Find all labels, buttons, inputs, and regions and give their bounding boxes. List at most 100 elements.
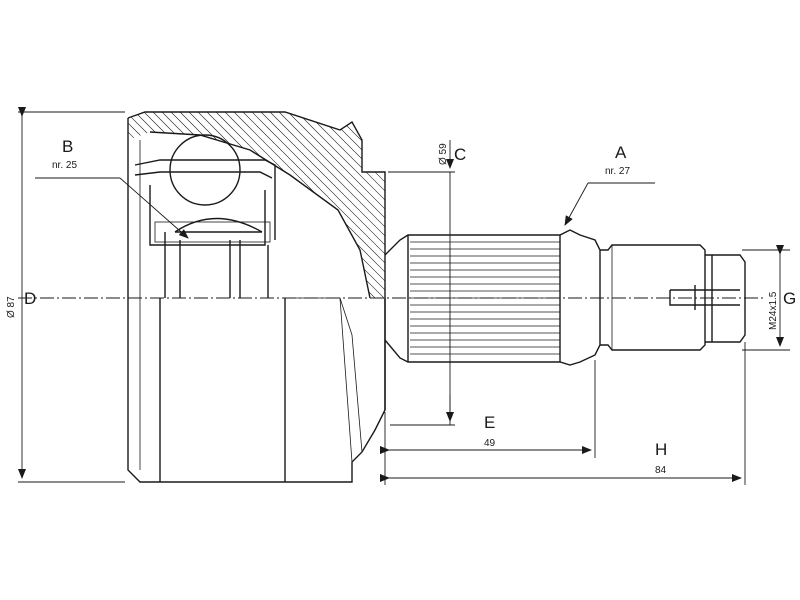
hatch-line bbox=[128, 112, 137, 298]
ball bbox=[169, 134, 241, 206]
hatch-line bbox=[293, 112, 385, 298]
hatch-line bbox=[0, 100, 28, 320]
hatch-line bbox=[573, 100, 793, 320]
hatch-line bbox=[128, 112, 335, 298]
hatch-line bbox=[0, 100, 91, 320]
label-e-dim: 49 bbox=[484, 438, 496, 449]
threaded-end bbox=[600, 244, 746, 351]
hatch-line bbox=[203, 112, 385, 298]
hatch-line bbox=[420, 100, 640, 320]
hatch-line bbox=[0, 100, 55, 320]
hatch-line bbox=[347, 112, 385, 298]
hatch-line bbox=[456, 100, 676, 320]
hatch-line bbox=[194, 112, 385, 298]
hatch-line bbox=[0, 100, 64, 320]
hatch-line bbox=[275, 112, 385, 298]
label-a-nr: nr. 27 bbox=[605, 166, 630, 177]
hatch-line bbox=[546, 100, 766, 320]
hatch-line bbox=[0, 100, 46, 320]
hatch-line bbox=[221, 112, 385, 298]
label-b-nr: nr. 25 bbox=[52, 160, 77, 171]
hatch-line bbox=[537, 100, 757, 320]
dimension-h bbox=[380, 342, 746, 485]
hatch-line bbox=[239, 112, 385, 298]
inner-race bbox=[134, 159, 276, 298]
hatch-line bbox=[320, 112, 385, 298]
hatch-line bbox=[465, 100, 685, 320]
hatch-line bbox=[128, 112, 236, 298]
hatch-line bbox=[158, 112, 380, 298]
hatch-line bbox=[582, 100, 800, 320]
spline-shaft bbox=[384, 229, 601, 366]
hatch-line bbox=[185, 112, 385, 298]
hatch-line bbox=[0, 100, 1, 320]
leader-b bbox=[35, 177, 189, 239]
hatch-line bbox=[0, 100, 82, 320]
hatch-line bbox=[501, 100, 721, 320]
hatch-line bbox=[447, 100, 667, 320]
hatch-line bbox=[176, 112, 385, 298]
hatch-line bbox=[483, 100, 703, 320]
hatch-line bbox=[0, 100, 118, 320]
hatch-line bbox=[429, 100, 649, 320]
hatch-line bbox=[0, 100, 109, 320]
label-d: D bbox=[24, 289, 36, 308]
hatch-line bbox=[0, 100, 19, 320]
hatch-line bbox=[128, 112, 290, 298]
section-hatching bbox=[0, 100, 800, 320]
hatch-line bbox=[438, 100, 658, 320]
hatch-line bbox=[0, 100, 127, 320]
hatch-line bbox=[266, 112, 385, 298]
dimension-e bbox=[380, 360, 596, 485]
hatch-line bbox=[128, 112, 254, 298]
hatch-line bbox=[0, 100, 10, 320]
label-h-dim: 84 bbox=[655, 465, 667, 476]
leader-a bbox=[564, 182, 655, 226]
hatch-line bbox=[128, 112, 308, 298]
hatch-line bbox=[0, 100, 100, 320]
dimension-g bbox=[742, 245, 790, 351]
hatch-line bbox=[393, 100, 613, 320]
hatch-line bbox=[128, 112, 326, 298]
hatch-line bbox=[356, 112, 385, 298]
hatch-line bbox=[284, 112, 385, 298]
hatch-line bbox=[519, 100, 739, 320]
hatch-line bbox=[402, 100, 622, 320]
label-a: A bbox=[615, 143, 627, 162]
hatch-line bbox=[212, 112, 385, 298]
bell-housing bbox=[127, 111, 386, 483]
hatch-line bbox=[528, 100, 748, 320]
hatch-line bbox=[365, 112, 385, 298]
label-g: G bbox=[783, 289, 796, 308]
hatch-line bbox=[510, 100, 730, 320]
hatch-line bbox=[492, 100, 712, 320]
label-c-dim: Ø 59 bbox=[438, 143, 449, 165]
hatch-line bbox=[128, 112, 218, 298]
hatch-line bbox=[383, 112, 385, 298]
hatch-line bbox=[0, 100, 73, 320]
dimension-d bbox=[18, 107, 125, 483]
hatch-line bbox=[302, 112, 385, 298]
hatch-line bbox=[128, 112, 164, 298]
hatch-line bbox=[555, 100, 775, 320]
hatch-line bbox=[0, 100, 37, 320]
hatch-line bbox=[564, 100, 784, 320]
hatch-line bbox=[128, 112, 182, 298]
label-e: E bbox=[484, 413, 495, 432]
hatch-line bbox=[128, 112, 245, 298]
label-d-dim: Ø 87 bbox=[6, 296, 17, 318]
hatch-line bbox=[128, 112, 155, 298]
label-c: C bbox=[454, 145, 466, 164]
hatch-line bbox=[411, 100, 631, 320]
hatch-line bbox=[128, 112, 227, 298]
hatch-line bbox=[474, 100, 694, 320]
hatch-line bbox=[338, 112, 385, 298]
label-g-dim: M24x1.5 bbox=[768, 291, 779, 330]
hatch-line bbox=[257, 112, 385, 298]
hatch-line bbox=[329, 112, 385, 298]
hatch-line bbox=[128, 112, 263, 298]
dimension-c bbox=[388, 140, 455, 426]
label-b: B bbox=[62, 137, 73, 156]
